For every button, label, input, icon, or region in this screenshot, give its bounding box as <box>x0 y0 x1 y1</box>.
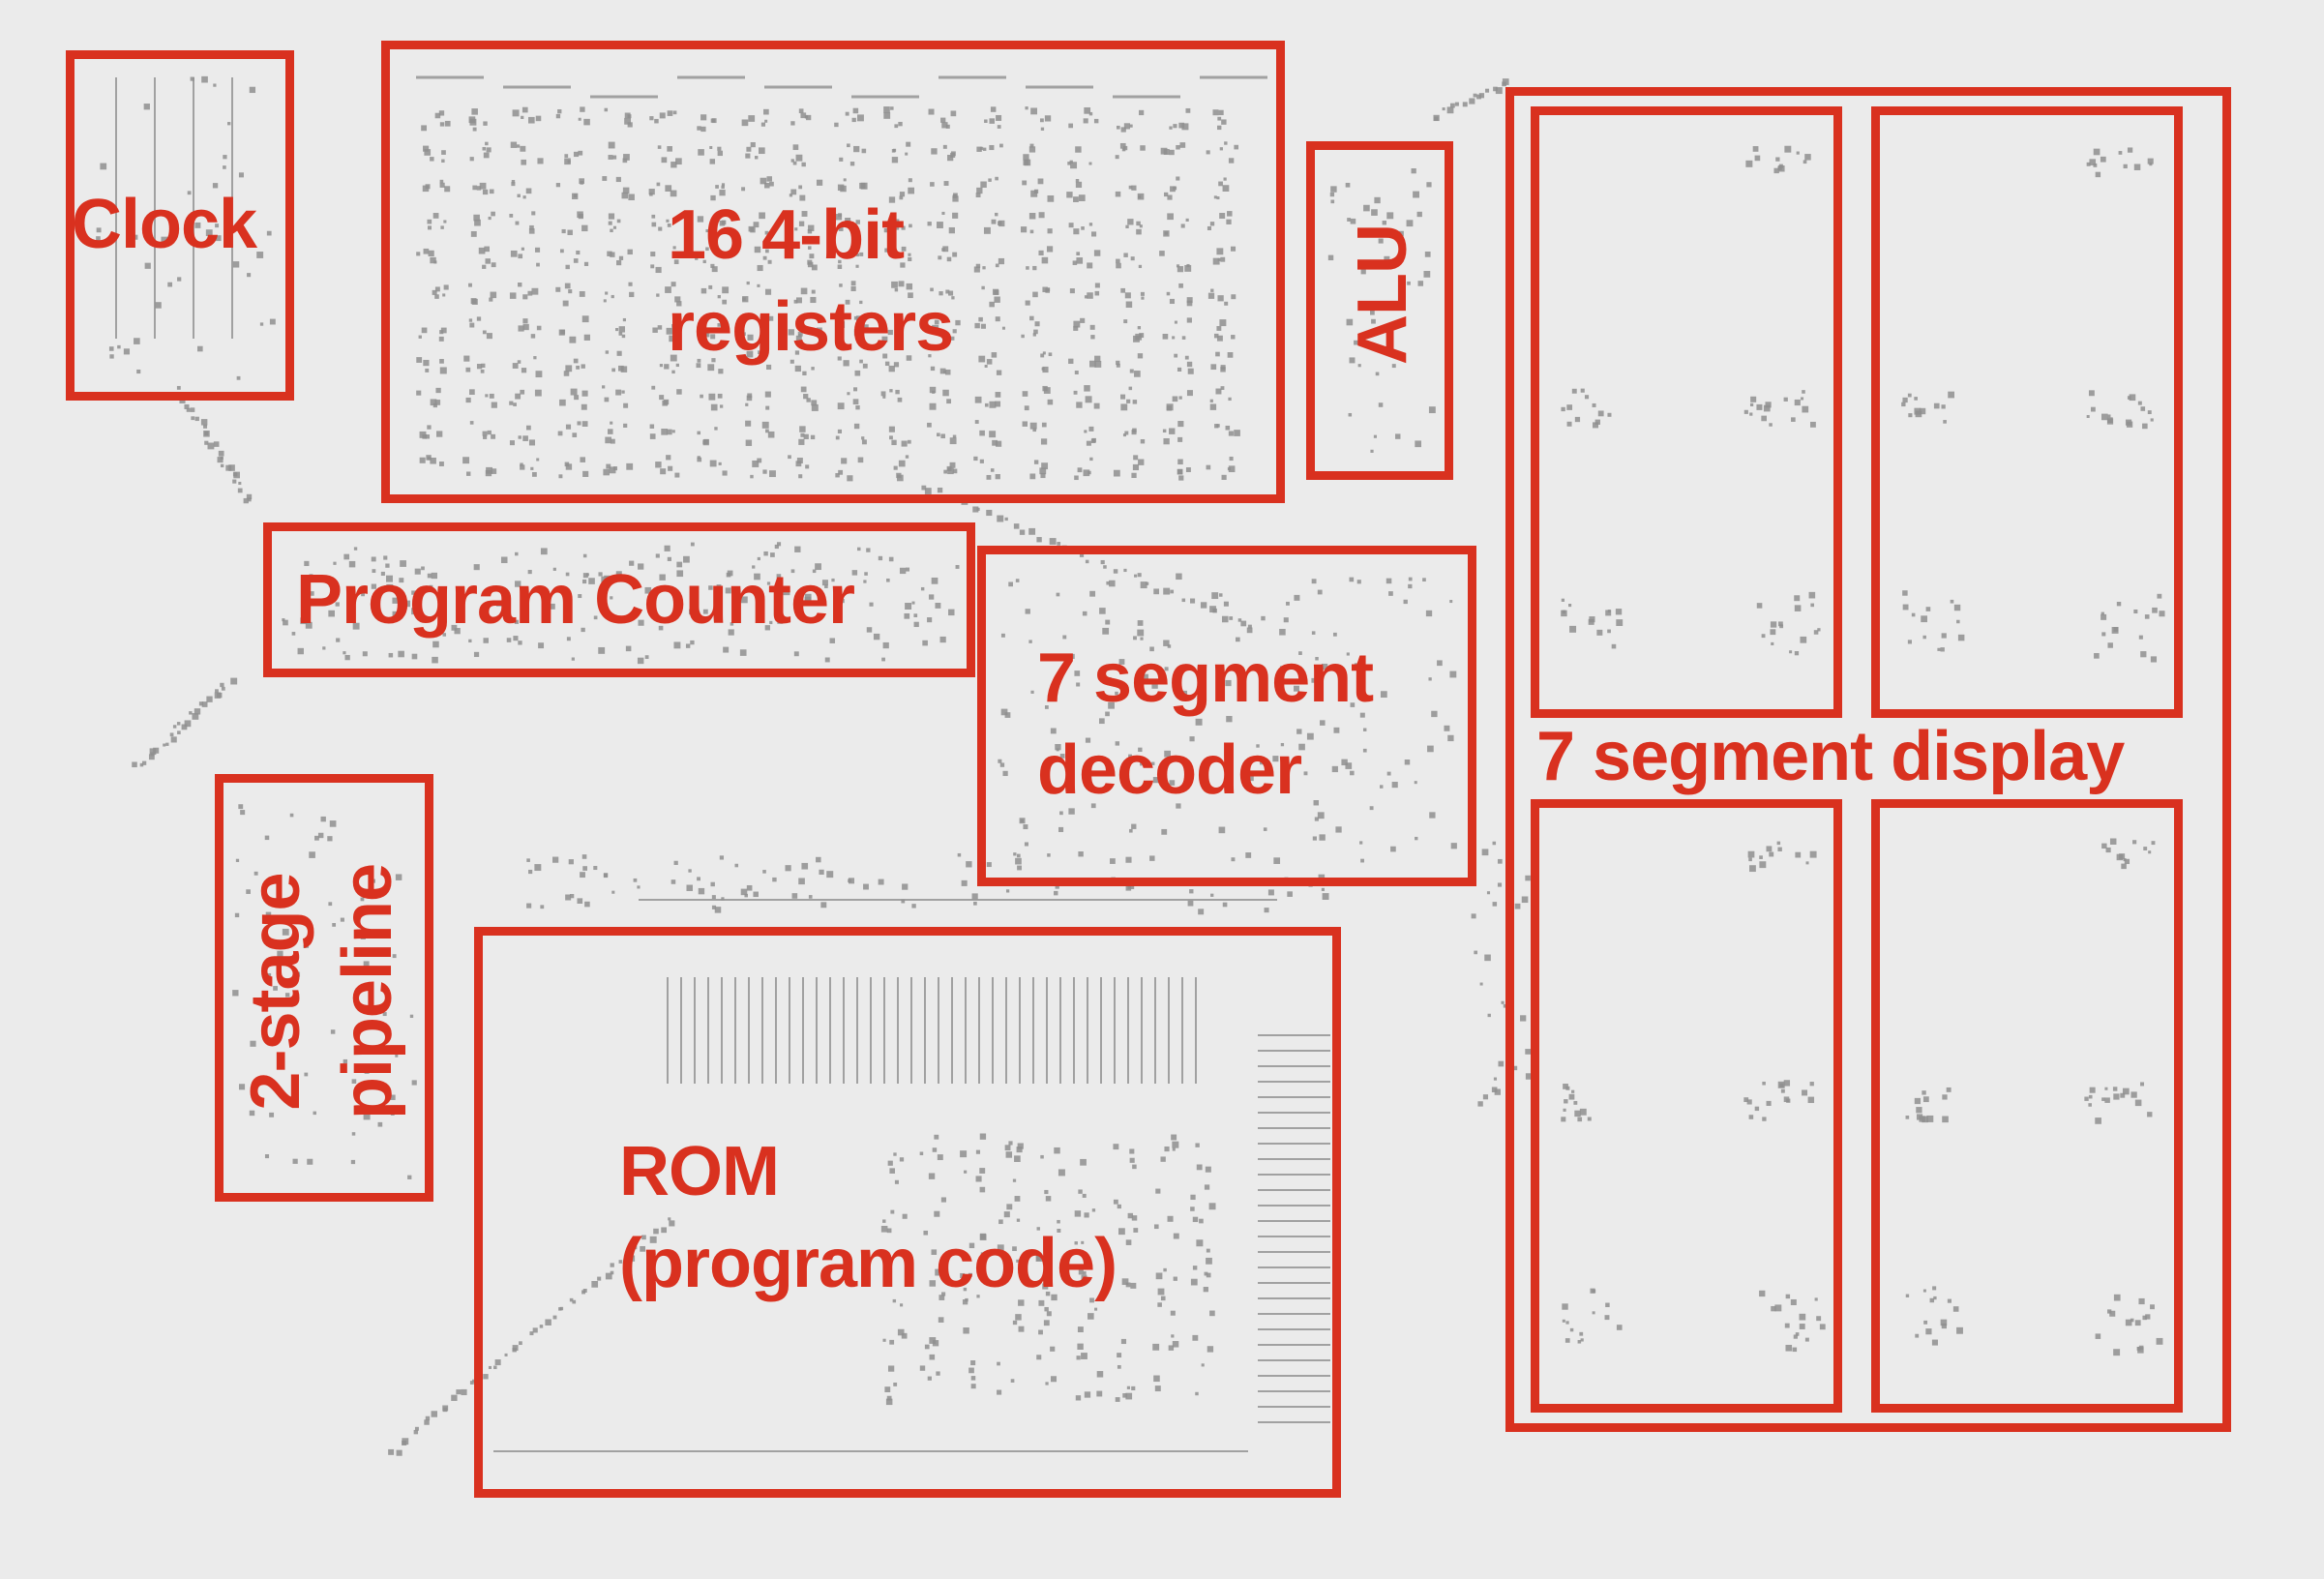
display-digit-top-right <box>1871 106 2183 718</box>
registers-block <box>381 41 1285 503</box>
program-counter-label: Program Counter <box>296 561 855 639</box>
decoder-block <box>977 546 1476 886</box>
display-digit-bottom-right <box>1871 799 2183 1413</box>
program-counter-block <box>263 522 975 677</box>
display-block <box>1505 87 2231 1432</box>
registers-label: 16 4-bit registers <box>668 196 954 367</box>
clock-block <box>66 50 294 401</box>
alu-block <box>1306 141 1453 480</box>
clock-label: Clock <box>72 186 257 263</box>
display-digit-bottom-left <box>1531 799 1842 1413</box>
display-label: 7 segment display <box>1536 718 2125 795</box>
alu-label: ALU <box>1344 224 1421 365</box>
pipeline-block <box>215 774 433 1202</box>
display-digit-top-left <box>1531 106 1842 718</box>
decoder-label: 7 segment decoder <box>1037 640 1374 810</box>
pipeline-label: 2-stage pipeline <box>237 863 407 1120</box>
rom-block <box>474 927 1341 1498</box>
rom-label: ROM (program code) <box>619 1133 1117 1303</box>
